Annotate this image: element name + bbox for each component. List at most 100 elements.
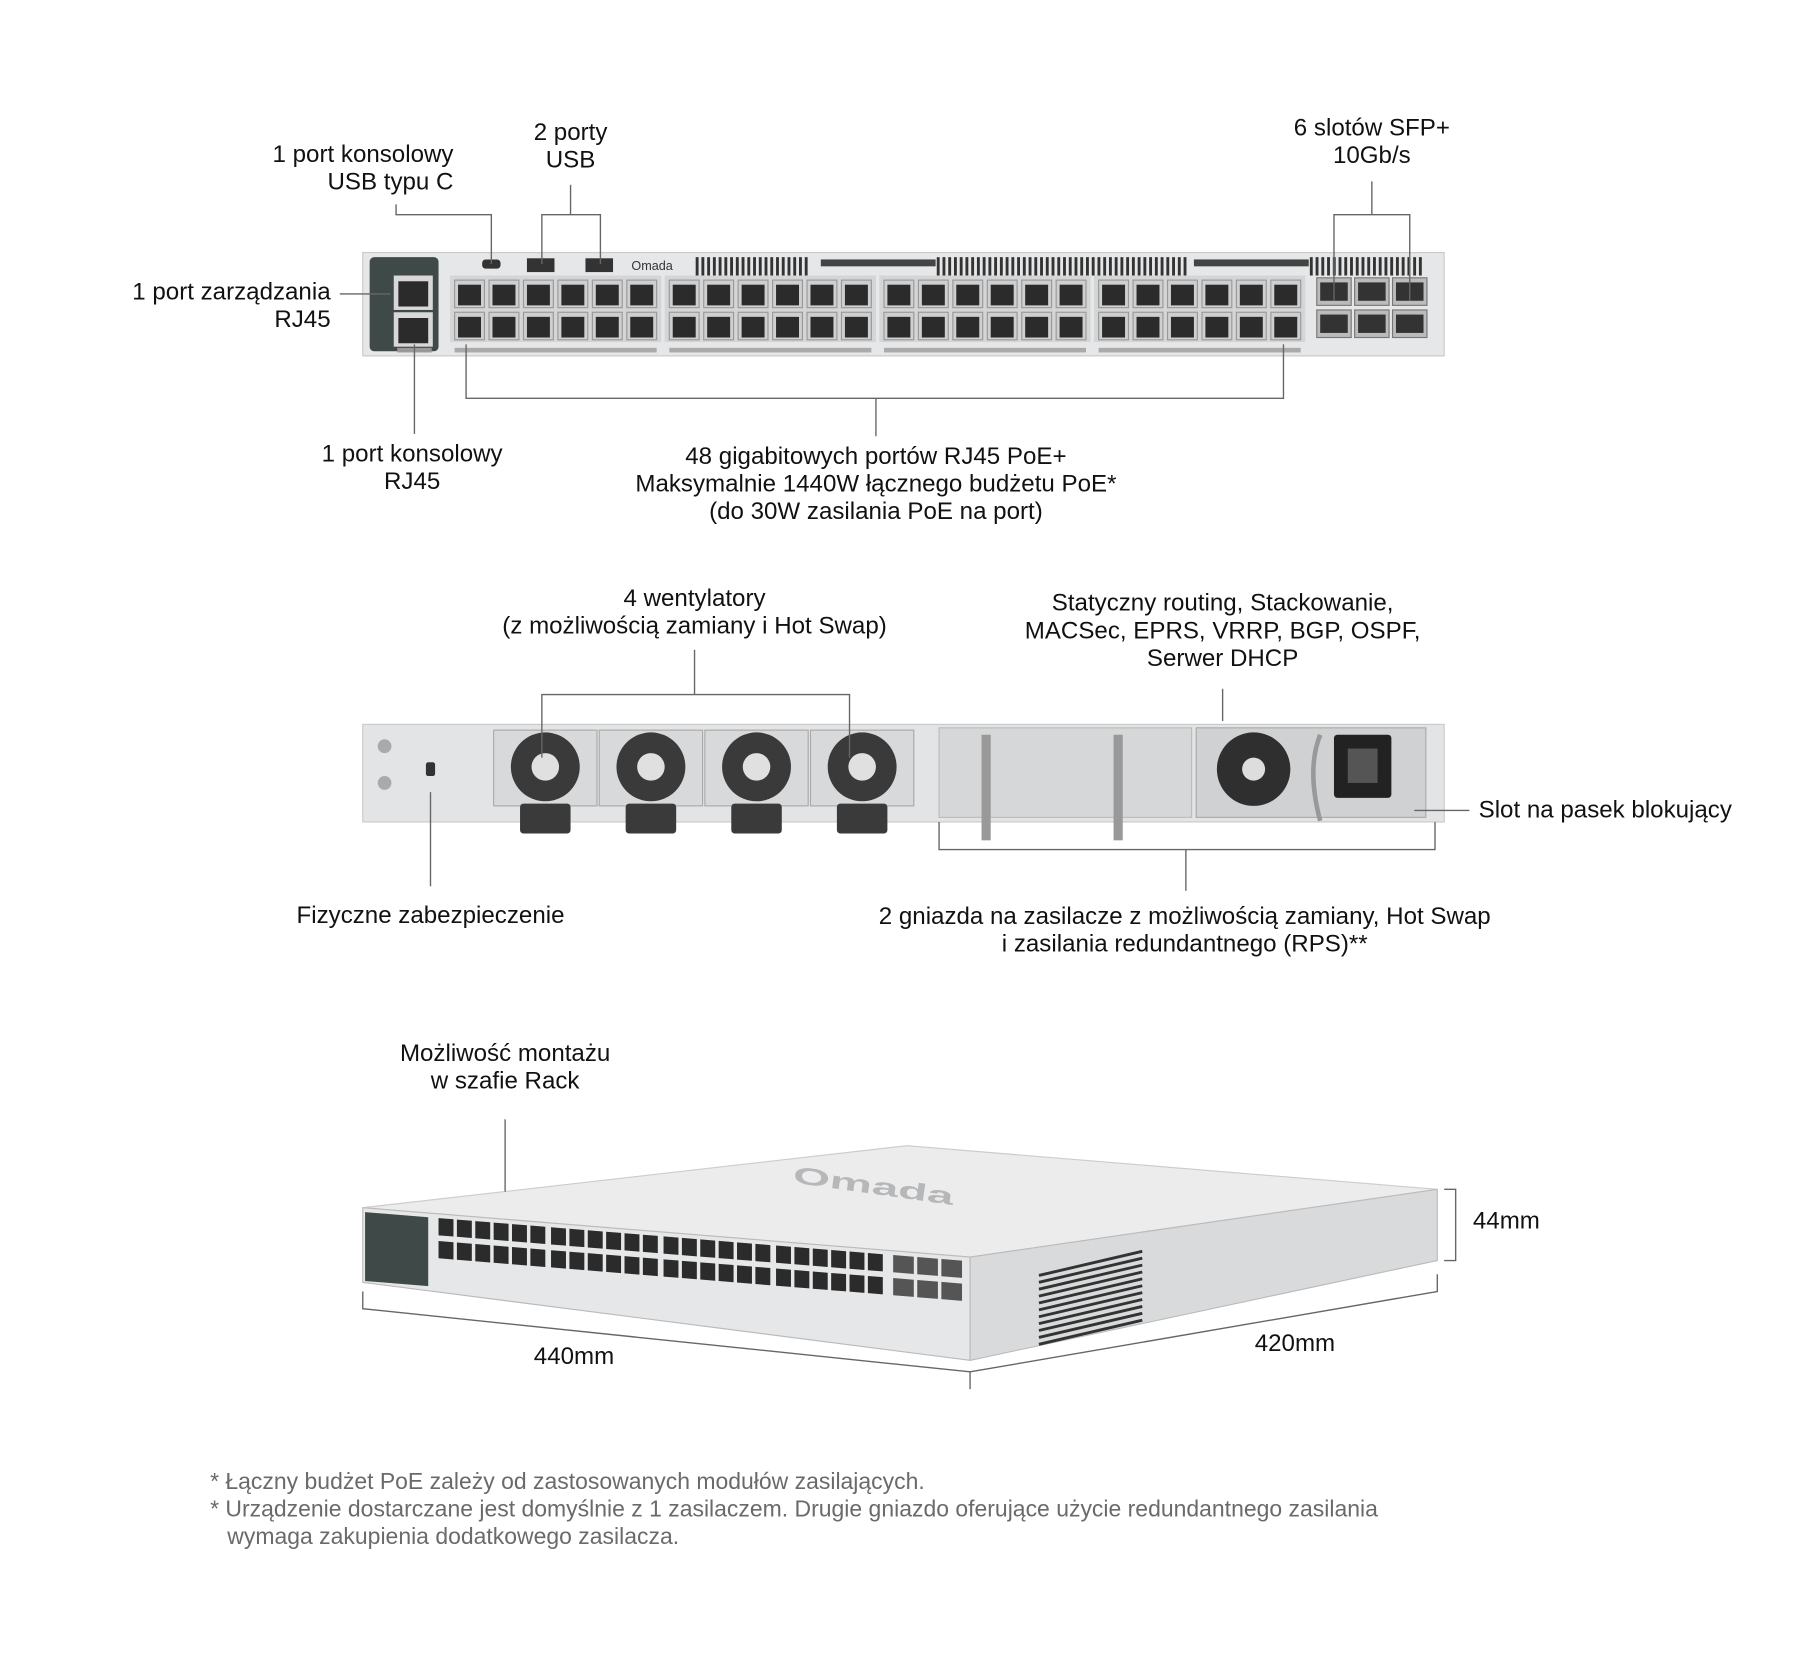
label-line: 4 wentylatory <box>623 585 766 612</box>
rj45-port-socket <box>630 316 654 338</box>
fan-handle <box>836 803 888 834</box>
vent-slot <box>1022 257 1026 276</box>
vent-slot <box>1413 257 1417 276</box>
port-group <box>664 275 876 343</box>
vent-slot <box>1038 1291 1143 1319</box>
vent-slot <box>1355 257 1359 276</box>
label-line: Fizyczne zabezpieczenie <box>296 902 565 929</box>
rj45-port-socket <box>776 316 800 338</box>
rj45-port-socket <box>1170 316 1194 338</box>
vent-slot <box>994 257 998 276</box>
vent-slot <box>1057 257 1061 276</box>
rj45-port-socket <box>630 284 654 306</box>
vent-slot <box>1384 257 1388 276</box>
vent-slot <box>1315 257 1319 276</box>
vent-slot <box>1390 257 1394 276</box>
port-group <box>879 275 1091 343</box>
rj45-port <box>867 1252 883 1272</box>
footnote: * Łączny budżet PoE zależy od zastosowan… <box>210 1469 925 1495</box>
vent-slot <box>1131 257 1135 276</box>
rj45-port <box>718 1240 734 1260</box>
rj45-port-socket <box>844 284 868 306</box>
rj45-port <box>624 1256 640 1275</box>
vent-slot <box>976 257 980 276</box>
vent-slot <box>1038 1263 1143 1291</box>
vent-slot <box>953 257 957 276</box>
vent-slot <box>1177 257 1181 276</box>
label-line: Maksymalnie 1440W łącznego budżetu PoE* <box>635 470 1117 498</box>
rj45-port <box>642 1257 658 1277</box>
rj45-port <box>530 1225 546 1244</box>
rj45-port-socket <box>810 284 834 306</box>
vent-slot <box>1038 1270 1143 1298</box>
rj45-port <box>624 1233 640 1252</box>
rj45-port <box>831 1272 847 1292</box>
rj45-port-socket <box>887 284 911 306</box>
rj45-port <box>755 1243 771 1263</box>
psu-blank-slot <box>938 727 1193 818</box>
vent-slot <box>942 257 946 276</box>
vent-slot <box>1038 1305 1143 1332</box>
vent-slot <box>1395 257 1399 276</box>
rj45-port <box>569 1228 585 1248</box>
label-line: 10Gb/s <box>1332 142 1411 169</box>
vent-slot <box>936 257 940 276</box>
rj45-port <box>663 1236 679 1255</box>
vent-slot <box>1321 257 1325 276</box>
led-strip <box>883 347 1087 353</box>
vent-slot <box>820 259 936 267</box>
rj45-port <box>642 1234 658 1254</box>
vent-slot <box>1038 1318 1143 1346</box>
sfp-slot-opening <box>1395 314 1424 333</box>
rj45-port <box>776 1268 791 1287</box>
rj45-port <box>700 1262 716 1281</box>
vent-slot <box>695 257 699 276</box>
rj45-port-socket <box>1239 284 1263 306</box>
rj45-port-socket <box>921 316 945 338</box>
label-line: 2 gniazda na zasilacze z możliwością zam… <box>878 903 1491 930</box>
label-line: 440mm <box>533 1343 615 1370</box>
label-line: (do 30W zasilania PoE na port) <box>709 498 1043 525</box>
label-line: USB <box>545 146 596 174</box>
sfp-slot-opening <box>1358 282 1386 301</box>
vent-slot <box>1040 257 1043 276</box>
label-line: 1 port konsolowy <box>272 141 454 168</box>
label-line: (z możliwością zamiany i Hot Swap) <box>502 613 887 640</box>
label-sfp-slots: 6 slotów SFP+10Gb/s <box>1294 115 1450 170</box>
rj45-port-socket <box>1102 316 1126 338</box>
vent-slot <box>1038 1277 1143 1305</box>
fan-hub <box>531 753 560 781</box>
rj45-port <box>493 1222 509 1242</box>
vent-slot <box>1193 259 1309 267</box>
fan-handle <box>625 803 677 834</box>
rj45-port <box>587 1230 603 1249</box>
rj45-port-socket <box>1102 284 1126 306</box>
vent-slot <box>1149 257 1153 276</box>
vent-slot <box>1137 257 1141 276</box>
rj45-port <box>737 1242 752 1261</box>
vent-slot <box>741 257 745 276</box>
omada-logo: Omada <box>631 259 673 273</box>
rj45-port-socket <box>741 284 765 306</box>
vent-slot <box>1120 257 1124 276</box>
vent-slot <box>1038 1284 1143 1312</box>
rj45-port <box>551 1250 566 1269</box>
rj45-port <box>755 1266 771 1286</box>
vent-slot <box>793 257 797 276</box>
vent-slot <box>1154 257 1158 276</box>
vent-slot <box>758 257 762 276</box>
rj45-port-socket <box>1059 284 1083 306</box>
switch-front-view: Omada <box>362 251 1445 357</box>
rj45-port-socket <box>561 316 585 338</box>
label-physical-security: Fizyczne zabezpieczenie <box>296 902 564 930</box>
vent-slot <box>959 257 963 276</box>
vent-slot <box>1373 257 1376 276</box>
label-psu-slots: 2 gniazda na zasilacze z możliwością zam… <box>879 903 1491 958</box>
label-line: Statyczny routing, Stackowanie, <box>1051 590 1394 617</box>
vent-slot <box>948 257 952 276</box>
lock-slot-icon <box>425 762 436 777</box>
